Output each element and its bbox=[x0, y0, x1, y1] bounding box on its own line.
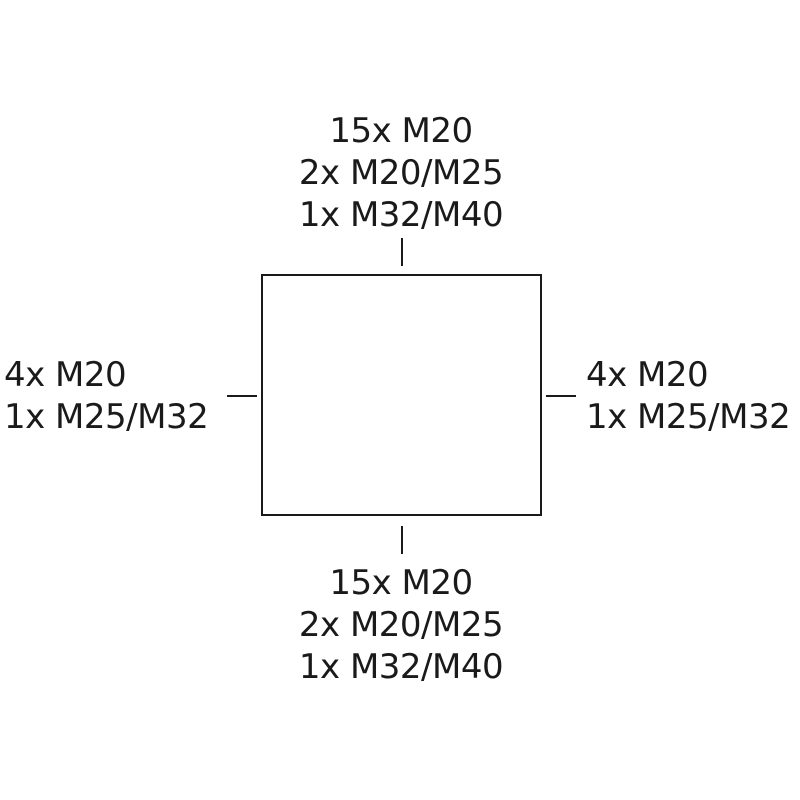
top-entry-line: 15x M20 bbox=[329, 111, 473, 151]
left-entries-label: 4x M20 1x M25/M32 bbox=[4, 354, 209, 438]
top-entry-line: 2x M20/M25 bbox=[298, 153, 504, 193]
right-entry-line: 1x M25/M32 bbox=[586, 397, 791, 437]
left-entry-line: 4x M20 bbox=[4, 355, 127, 395]
bottom-entry-line: 1x M32/M40 bbox=[298, 647, 504, 687]
bottom-entries-label: 15x M20 2x M20/M25 1x M32/M40 bbox=[250, 562, 552, 688]
left-entry-line: 1x M25/M32 bbox=[4, 397, 209, 437]
left-leader-line bbox=[227, 395, 257, 397]
bottom-leader-line bbox=[401, 526, 403, 554]
top-entry-line: 1x M32/M40 bbox=[298, 195, 504, 235]
top-entries-label: 15x M20 2x M20/M25 1x M32/M40 bbox=[250, 110, 552, 236]
bottom-entry-line: 2x M20/M25 bbox=[298, 605, 504, 645]
right-leader-line bbox=[546, 395, 576, 397]
top-leader-line bbox=[401, 238, 403, 266]
right-entries-label: 4x M20 1x M25/M32 bbox=[586, 354, 791, 438]
bottom-entry-line: 15x M20 bbox=[329, 563, 473, 603]
enclosure-outline bbox=[261, 274, 542, 516]
right-entry-line: 4x M20 bbox=[586, 355, 709, 395]
